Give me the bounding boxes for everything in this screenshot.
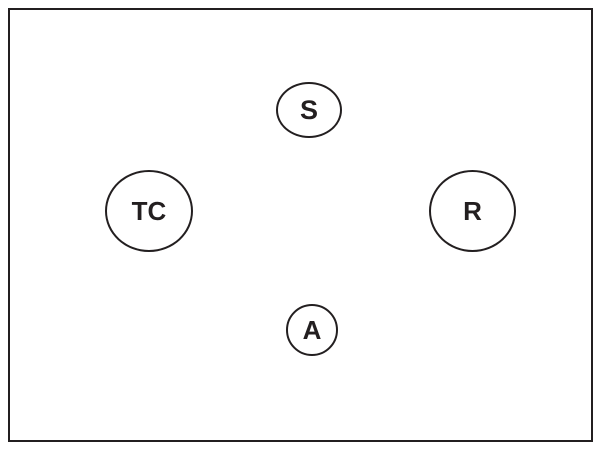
node-tc-circle: TC <box>105 170 193 252</box>
node-a-circle: A <box>286 304 338 356</box>
node-r-label: R <box>463 196 482 226</box>
node-s-circle: S <box>276 82 342 138</box>
node-tc-label: TC <box>131 196 167 226</box>
node-s-label: S <box>299 94 318 125</box>
node-a-label: A <box>302 315 322 345</box>
diagram-frame: S TC R A <box>8 8 593 442</box>
node-r-circle: R <box>429 170 516 252</box>
